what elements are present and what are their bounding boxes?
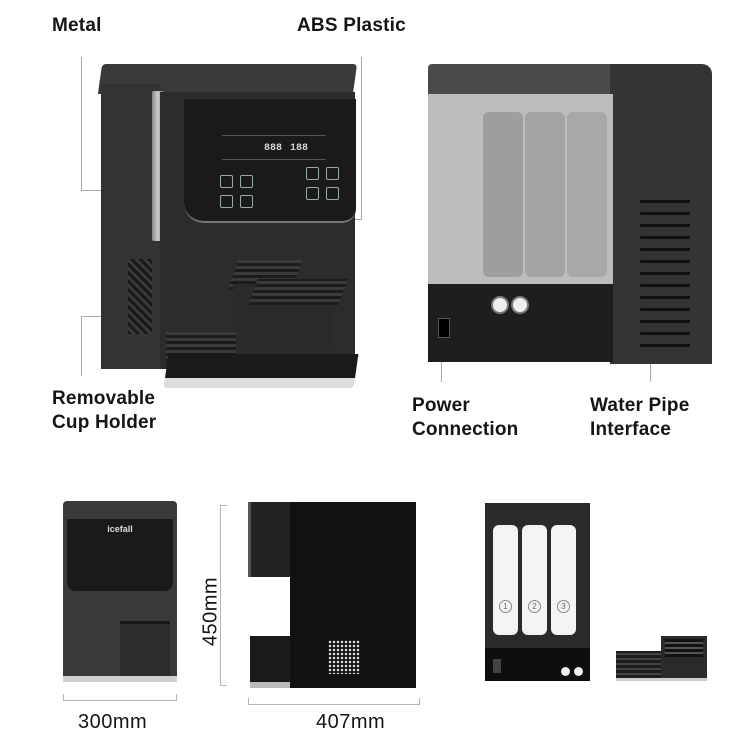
vent-slot xyxy=(640,344,690,347)
vent-slot xyxy=(640,284,690,287)
brand-logo: icefall xyxy=(107,524,133,534)
vent-slot xyxy=(640,200,690,203)
removable-cup-holder xyxy=(616,636,708,681)
water-inlet-icon xyxy=(491,296,509,314)
vent-slot xyxy=(640,248,690,251)
callout-power-line2: Connection xyxy=(412,419,519,440)
tray-side xyxy=(250,682,290,688)
water-outlet-icon xyxy=(511,296,529,314)
panel-divider xyxy=(222,159,326,160)
panel-button[interactable] xyxy=(306,187,319,200)
panel-button[interactable] xyxy=(240,175,253,188)
holder-grate xyxy=(665,639,703,657)
front-product-main: 888 188 xyxy=(97,64,360,404)
back-top xyxy=(428,64,613,94)
callout-cup-holder-line2: Cup Holder xyxy=(52,412,157,433)
cup-holder-side xyxy=(250,636,290,682)
vent-slot xyxy=(640,260,690,263)
vent-slot xyxy=(640,332,690,335)
vent-slot xyxy=(640,224,690,227)
panel-button[interactable] xyxy=(220,175,233,188)
vent-slot xyxy=(640,320,690,323)
side-vent-icon xyxy=(328,640,360,674)
callout-abs-plastic: ABS Plastic xyxy=(297,15,406,36)
control-panel: 888 188 xyxy=(184,99,356,223)
panel-divider xyxy=(222,135,326,136)
width-dimension-line xyxy=(63,694,177,701)
width-dimension: 300mm xyxy=(78,711,148,733)
callout-water-line2: Interface xyxy=(590,419,672,440)
vent-slot xyxy=(640,212,690,215)
panel-button[interactable] xyxy=(326,187,339,200)
side-panel-head xyxy=(248,502,291,577)
callout-cup-holder-line1: Removable xyxy=(52,388,156,409)
filter-number: 2 xyxy=(528,600,541,613)
leader-line-abs xyxy=(361,57,362,220)
power-socket-icon xyxy=(493,659,501,673)
vent-slot xyxy=(640,296,690,299)
leader-line-cup xyxy=(81,316,82,376)
vent-slot xyxy=(640,272,690,275)
height-dimension: 450mm xyxy=(199,576,222,647)
power-socket-icon xyxy=(438,318,450,338)
callout-power-line1: Power xyxy=(412,395,471,416)
panel-button[interactable] xyxy=(240,195,253,208)
front-view-small: icefall xyxy=(63,501,177,683)
depth-dimension: 407mm xyxy=(316,711,386,733)
side-vent-icon xyxy=(128,259,152,334)
vent-slot xyxy=(640,236,690,239)
lcd-digits-right: 188 xyxy=(290,143,309,154)
control-panel: icefall xyxy=(67,519,173,591)
water-inlet-icon xyxy=(561,667,570,676)
filter-cartridge xyxy=(483,112,523,277)
side-view xyxy=(248,502,418,688)
panel-button[interactable] xyxy=(220,195,233,208)
water-outlet-icon xyxy=(574,667,583,676)
cup-holder-top xyxy=(248,279,348,305)
lcd-digits-left: 888 xyxy=(264,143,283,154)
depth-dimension-line xyxy=(248,698,420,705)
base-trim xyxy=(63,676,177,682)
callout-metal: Metal xyxy=(52,15,102,36)
panel-button[interactable] xyxy=(326,167,339,180)
filter-cartridge xyxy=(493,525,518,635)
back-product xyxy=(428,64,728,364)
filter-cartridge xyxy=(525,112,565,277)
filter-base xyxy=(485,648,590,681)
panel-button[interactable] xyxy=(306,167,319,180)
callout-water-line1: Water Pipe xyxy=(590,395,690,416)
drip-tray-base xyxy=(163,354,359,388)
leader-line-metal xyxy=(81,57,82,191)
filter-cartridge xyxy=(522,525,547,635)
cup-holder xyxy=(120,621,170,679)
filter-cartridge xyxy=(551,525,576,635)
filter-cartridge xyxy=(567,112,607,277)
filter-unit: 1 2 3 xyxy=(485,503,590,681)
vent-slot xyxy=(640,308,690,311)
filter-number: 1 xyxy=(499,600,512,613)
height-dimension-line xyxy=(220,505,227,686)
filter-number: 3 xyxy=(557,600,570,613)
